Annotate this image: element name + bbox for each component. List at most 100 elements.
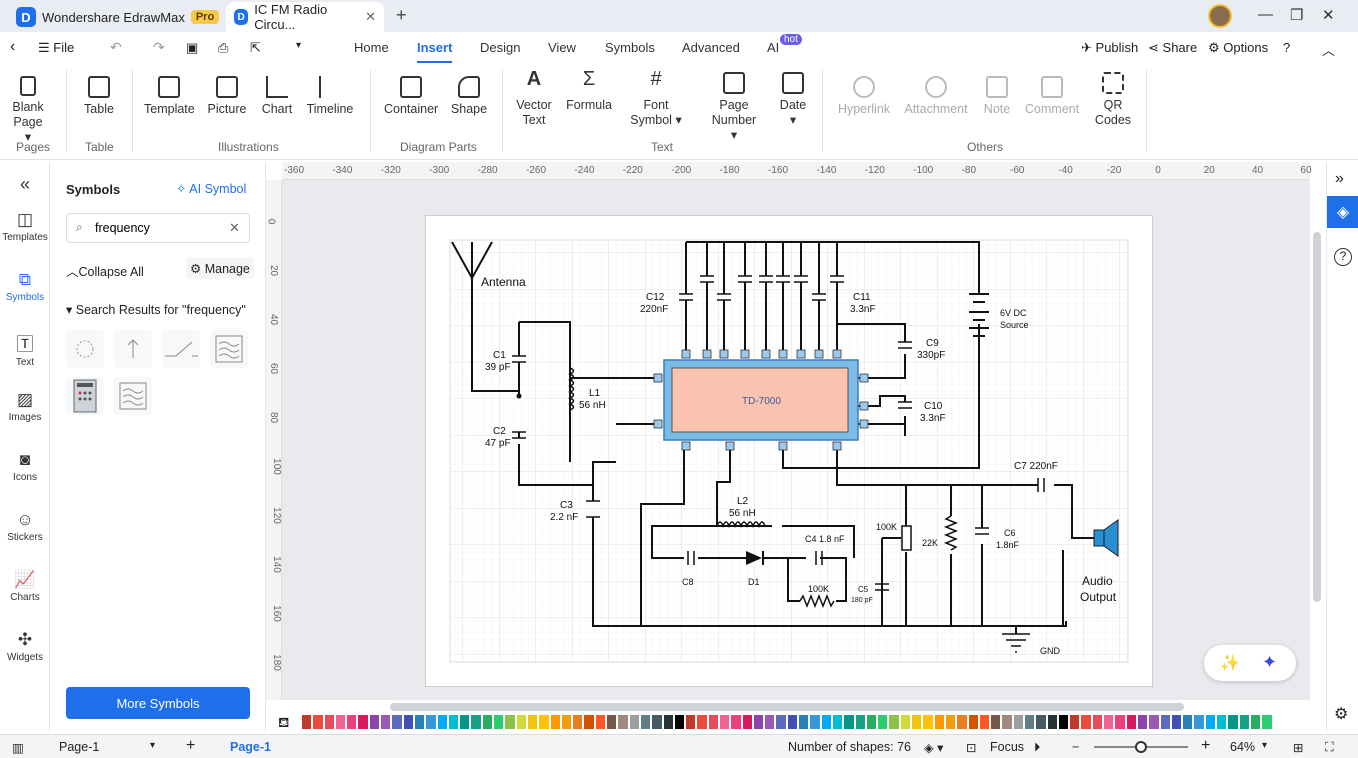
color-swatch[interactable]: [403, 715, 413, 729]
color-swatch[interactable]: [912, 715, 922, 729]
color-swatch[interactable]: [1149, 715, 1159, 729]
color-swatch[interactable]: [471, 715, 481, 729]
timeline-button[interactable]: Timeline: [306, 76, 354, 117]
color-swatch[interactable]: [1262, 715, 1272, 729]
options-button[interactable]: ⚙ Options: [1208, 40, 1268, 56]
color-swatch[interactable]: [1205, 715, 1216, 729]
ai-wand-icon[interactable]: ✨: [1220, 655, 1240, 672]
tab-ai[interactable]: AI: [767, 40, 780, 55]
ai-sparkle-icon[interactable]: ✦: [1262, 652, 1278, 672]
color-swatch[interactable]: [561, 715, 572, 729]
canvas[interactable]: Antenna TD-7000 C1 39 pF L1 56 nH C2 47 …: [282, 180, 1321, 711]
color-swatch[interactable]: [324, 715, 334, 729]
focus-label[interactable]: Focus: [990, 740, 1025, 754]
color-swatch[interactable]: [1002, 715, 1012, 729]
color-swatch[interactable]: [302, 715, 312, 729]
color-swatch[interactable]: [1115, 715, 1125, 729]
color-swatch[interactable]: [1239, 715, 1249, 729]
color-swatch[interactable]: [708, 715, 718, 729]
tab-advanced[interactable]: Advanced: [682, 40, 740, 55]
symbol-result-6[interactable]: [114, 377, 152, 415]
color-swatch[interactable]: [448, 715, 459, 729]
color-swatch[interactable]: [1160, 715, 1170, 729]
rail-widgets[interactable]: ✣Widgets: [0, 630, 50, 663]
focus-mode-icon[interactable]: ⊡: [966, 741, 977, 755]
zoom-out-icon[interactable]: −: [1072, 740, 1080, 754]
color-swatch[interactable]: [742, 715, 752, 729]
play-icon[interactable]: ⏵: [1034, 740, 1041, 754]
symbol-result-5[interactable]: [66, 377, 104, 415]
color-swatch[interactable]: [607, 715, 617, 729]
color-swatch[interactable]: [494, 715, 504, 729]
vertical-scrollbar[interactable]: [1313, 232, 1321, 602]
help-button[interactable]: ?: [1283, 40, 1291, 55]
color-swatch[interactable]: [527, 715, 538, 729]
color-swatch[interactable]: [1036, 715, 1046, 729]
zoom-in-icon[interactable]: +: [1201, 737, 1211, 754]
color-swatch[interactable]: [1137, 715, 1148, 729]
color-swatch[interactable]: [392, 715, 402, 729]
page-tab-active[interactable]: Page-1: [230, 740, 271, 754]
rail-icons[interactable]: ◙Icons: [0, 450, 50, 483]
avatar[interactable]: [1208, 4, 1232, 28]
shape-button[interactable]: Shape: [450, 76, 488, 117]
color-swatch[interactable]: [437, 715, 447, 729]
color-swatch[interactable]: [844, 715, 854, 729]
color-swatch[interactable]: [426, 715, 436, 729]
color-swatch[interactable]: [381, 715, 391, 729]
page-dropdown-icon[interactable]: ▾: [150, 740, 156, 751]
color-swatch[interactable]: [821, 715, 831, 729]
horizontal-scrollbar[interactable]: [390, 703, 1184, 711]
color-swatch[interactable]: [640, 715, 651, 729]
add-page-icon[interactable]: +: [186, 737, 196, 754]
color-swatch[interactable]: [505, 715, 515, 729]
attachment-button[interactable]: Attachment: [904, 76, 968, 117]
color-swatch[interactable]: [686, 715, 696, 729]
color-swatch[interactable]: [335, 715, 346, 729]
color-swatch[interactable]: [482, 715, 493, 729]
color-swatch[interactable]: [934, 715, 944, 729]
color-swatch[interactable]: [347, 715, 357, 729]
tab-view[interactable]: View: [548, 40, 576, 55]
color-swatch[interactable]: [878, 715, 888, 729]
color-swatch[interactable]: [414, 715, 425, 729]
rail-charts[interactable]: 📈Charts: [0, 570, 50, 603]
zoom-level[interactable]: 64%: [1230, 740, 1256, 754]
color-swatch[interactable]: [866, 715, 877, 729]
app-tab[interactable]: D Wondershare EdrawMax Pro: [8, 2, 227, 32]
color-swatch[interactable]: [1013, 715, 1023, 729]
color-swatch[interactable]: [991, 715, 1001, 729]
table-button[interactable]: Table: [84, 76, 114, 117]
color-swatch[interactable]: [900, 715, 911, 729]
date-button[interactable]: Date▾: [778, 72, 808, 128]
share-button[interactable]: ⋖ Share: [1148, 40, 1197, 56]
color-swatch[interactable]: [618, 715, 628, 729]
tab-design[interactable]: Design: [480, 40, 521, 55]
color-swatch[interactable]: [674, 715, 685, 729]
rail-images[interactable]: ▨Images: [0, 390, 50, 423]
redo-icon[interactable]: ↷: [153, 39, 165, 55]
layers-icon[interactable]: ◈ ▾: [924, 741, 944, 755]
comment-button[interactable]: Comment: [1024, 76, 1080, 117]
color-swatch[interactable]: [889, 715, 899, 729]
color-swatch[interactable]: [1250, 715, 1261, 729]
zoom-slider-thumb[interactable]: [1135, 741, 1148, 753]
color-swatch[interactable]: [369, 715, 380, 729]
color-swatch[interactable]: [945, 715, 956, 729]
publish-button[interactable]: ✈ Publish: [1081, 40, 1138, 56]
close-tab-icon[interactable]: ✕: [365, 9, 376, 24]
search-results-header[interactable]: ▾ Search Results for "frequency": [66, 302, 246, 317]
color-swatch[interactable]: [1047, 715, 1057, 729]
color-swatch[interactable]: [1171, 715, 1182, 729]
note-button[interactable]: Note: [982, 76, 1012, 117]
rail-symbols[interactable]: ⧉Symbols: [0, 270, 50, 303]
color-swatch[interactable]: [663, 715, 673, 729]
ai-symbol-button[interactable]: ✧ AI Symbol: [176, 181, 246, 196]
container-button[interactable]: Container: [384, 76, 438, 117]
color-swatch[interactable]: [855, 715, 865, 729]
template-button[interactable]: Template: [144, 76, 195, 117]
